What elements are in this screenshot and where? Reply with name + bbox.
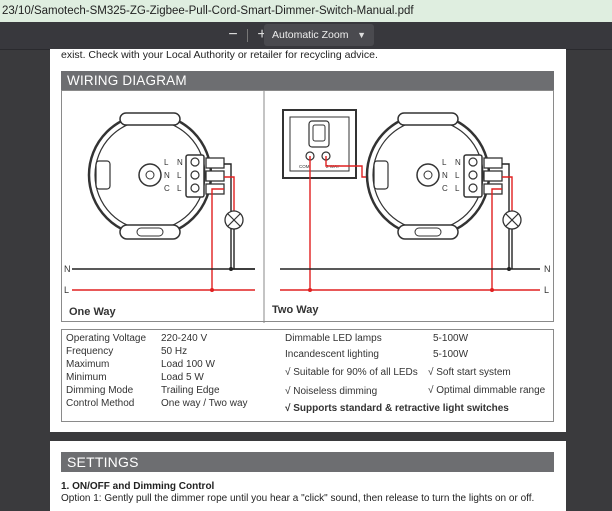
live-line-label-left: L — [64, 285, 69, 295]
terminal-label-n: N — [177, 158, 183, 167]
neutral-line-label-right: N — [544, 264, 551, 274]
feature-soft-start: √ Soft start system — [428, 367, 511, 378]
url-bar[interactable]: 23/10/Samotech-SM325-ZG-Zigbee-Pull-Cord… — [0, 0, 612, 22]
feature-dimmable-range: √ Optimal dimmable range — [428, 385, 546, 396]
recycling-text: exist. Check with your Local Authority o… — [61, 49, 378, 61]
side-label-l: L — [164, 158, 169, 167]
feature-led-suitable: √ Suitable for 90% of all LEDs — [285, 367, 418, 378]
pdf-toolbar: − + Automatic Zoom ▼ — [0, 22, 612, 50]
dimmer-unit-right: N L L L N C — [365, 112, 522, 292]
live-line-label-right: L — [544, 285, 549, 295]
zoom-select[interactable]: Automatic Zoom ▼ — [264, 24, 374, 46]
terminal-label-n-right: N — [455, 158, 461, 167]
chevron-down-icon: ▼ — [357, 30, 366, 40]
wiring-diagram-header: WIRING DIAGRAM — [61, 71, 554, 91]
feature-switch-support: √ Supports standard & retractive light s… — [285, 403, 509, 414]
url-text: 23/10/Samotech-SM325-ZG-Zigbee-Pull-Cord… — [2, 5, 414, 17]
side-label-c: C — [164, 184, 170, 193]
one-way-caption: One Way — [69, 306, 116, 318]
toolbar-divider — [247, 29, 248, 42]
side-label-n-right: N — [442, 171, 448, 180]
side-label-n: N — [164, 171, 170, 180]
wiring-diagram-svg: N L L L N C N L — [64, 91, 551, 323]
feature-noiseless: √ Noiseless dimming — [285, 386, 378, 397]
zoom-level: Automatic Zoom — [272, 29, 349, 41]
wiring-diagram: N L L L N C N L — [61, 90, 554, 323]
zoom-out-button[interactable]: − — [228, 26, 238, 43]
pdf-page: exist. Check with your Local Authority o… — [50, 49, 566, 432]
side-label-l-right: L — [442, 158, 447, 167]
terminal-label-l-right: L — [455, 171, 460, 180]
settings-subtitle: 1. ON/OFF and Dimming Control — [61, 481, 215, 492]
dimmer-unit-left: N L L L N C — [87, 112, 255, 290]
pdf-page-2: SETTINGS 1. ON/OFF and Dimming Control O… — [50, 441, 566, 511]
zoom-in-button[interactable]: + — [257, 26, 267, 43]
settings-option-text: Option 1: Gently pull the dimmer rope un… — [61, 493, 535, 504]
terminal-label-l: L — [177, 171, 182, 180]
settings-header: SETTINGS — [61, 452, 554, 472]
terminal-label-l2-right: L — [455, 184, 460, 193]
neutral-line-label-left: N — [64, 264, 71, 274]
two-way-caption: Two Way — [272, 304, 319, 316]
pull-cord-switch: COM 2 WAY — [282, 109, 357, 179]
terminal-label-l2: L — [177, 184, 182, 193]
side-label-c-right: C — [442, 184, 448, 193]
com-label: COM — [299, 164, 310, 169]
